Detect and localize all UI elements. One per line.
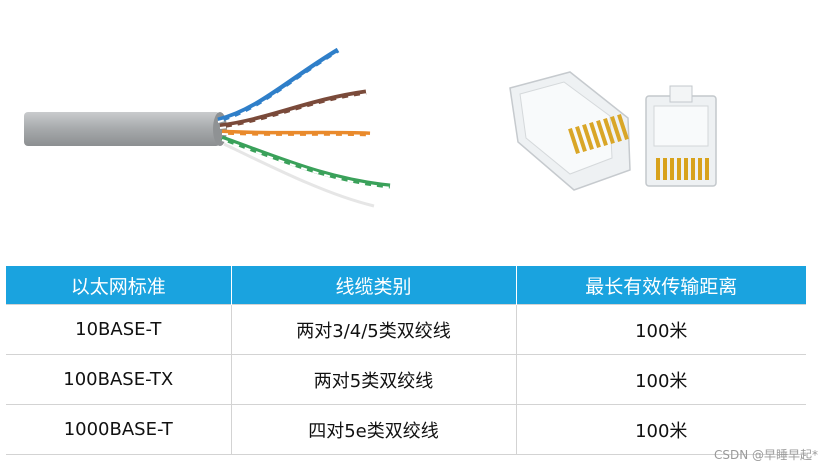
watermark: CSDN @早睡早起* [713, 448, 818, 462]
header-ethernet-standard: 以太网标准 [6, 266, 232, 305]
header-cable-category: 线缆类别 [231, 266, 517, 305]
cell-distance: 100米 [516, 304, 806, 355]
cell-cable: 两对5类双绞线 [231, 354, 517, 405]
table-row: 1000BASE-T 四对5e类双绞线 100米 [6, 404, 806, 455]
ethernet-standards-table: 以太网标准 线缆类别 最长有效传输距离 10BASE-T 两对3/4/5类双绞线… [6, 266, 806, 455]
rj45-connector-icon [509, 71, 717, 191]
cell-standard: 10BASE-T [6, 304, 232, 355]
table-header-row: 以太网标准 线缆类别 最长有效传输距离 [6, 266, 806, 305]
illustrations [24, 47, 717, 208]
cell-standard: 100BASE-TX [6, 354, 232, 405]
cell-distance: 100米 [516, 404, 806, 455]
table-row: 10BASE-T 两对3/4/5类双绞线 100米 [6, 304, 806, 355]
twisted-pair-cable-icon [24, 47, 393, 208]
cell-cable: 两对3/4/5类双绞线 [231, 304, 517, 355]
table-row: 100BASE-TX 两对5类双绞线 100米 [6, 354, 806, 405]
cell-cable: 四对5e类双绞线 [231, 404, 517, 455]
header-max-distance: 最长有效传输距离 [516, 266, 806, 305]
cell-standard: 1000BASE-T [6, 404, 232, 455]
cell-distance: 100米 [516, 354, 806, 405]
